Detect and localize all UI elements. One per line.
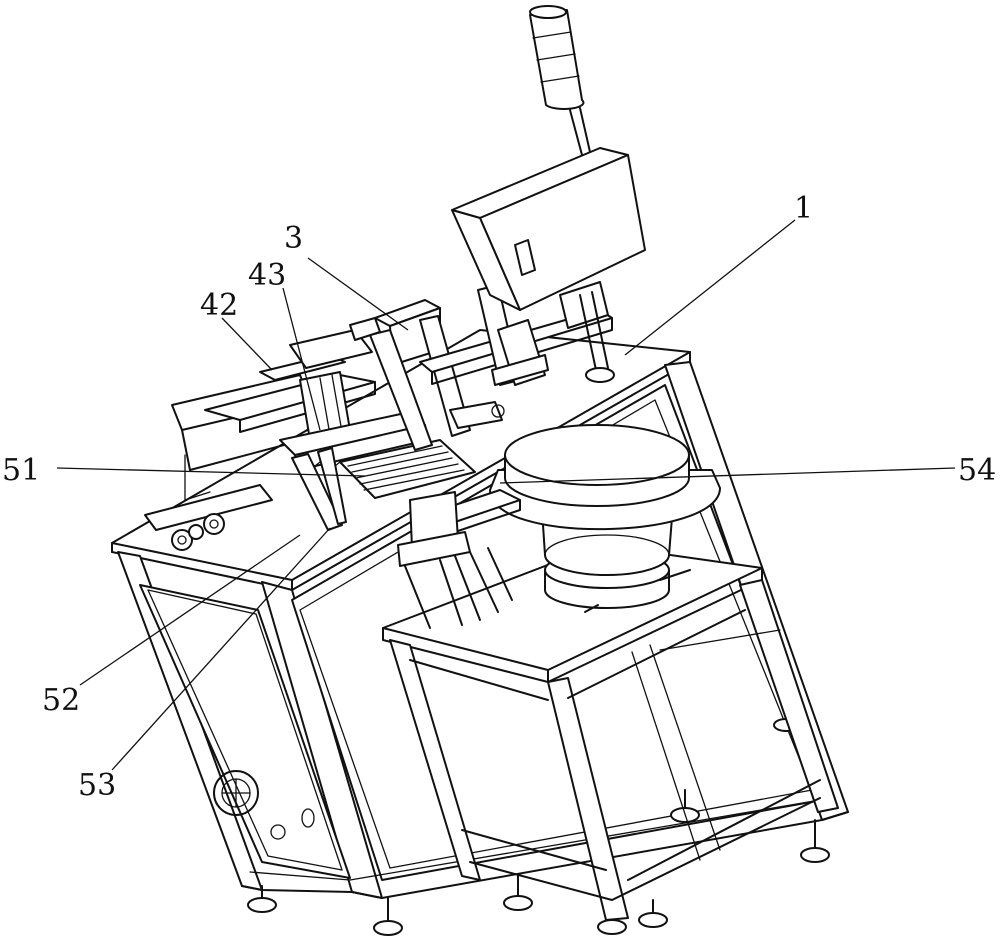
vibratory-bowl — [439, 424, 721, 613]
tray-51 — [339, 439, 476, 499]
feeder-leg-front-left — [389, 639, 481, 881]
bolt-icon — [270, 824, 286, 840]
fan-icon — [213, 770, 259, 816]
roller-icon — [203, 513, 225, 535]
feeder-leg-front-right — [547, 677, 629, 921]
signal-tower — [529, 9, 585, 110]
label-53: 53 — [78, 768, 116, 803]
label-43: 43 — [248, 258, 286, 293]
roller-icon — [171, 529, 193, 551]
leader-51 — [56, 467, 366, 477]
leader-52 — [79, 534, 301, 686]
label-3: 3 — [284, 221, 303, 256]
bottom-rail — [144, 484, 273, 531]
transfer-module — [144, 281, 613, 629]
pole-base — [585, 367, 615, 383]
label-51: 51 — [2, 453, 40, 488]
control-unit — [451, 5, 646, 383]
leader-1 — [624, 219, 796, 356]
feet — [247, 718, 830, 936]
label-54: 54 — [958, 453, 996, 488]
feeder-leg-back-right — [739, 579, 839, 813]
bowl-top — [504, 424, 690, 486]
label-42: 42 — [200, 288, 238, 323]
leader-43 — [282, 287, 321, 431]
leader-lines — [56, 219, 956, 771]
leader-3 — [307, 257, 409, 331]
leader-53 — [111, 527, 331, 771]
label-1: 1 — [794, 191, 813, 226]
part-labels: 1 3 43 42 51 54 52 53 — [2, 191, 996, 803]
label-52: 52 — [42, 683, 80, 718]
screen-icon — [514, 239, 536, 276]
support-52 — [291, 453, 343, 531]
gantry-leg — [369, 329, 433, 451]
leader-54 — [499, 467, 956, 484]
left-side-panel — [139, 584, 351, 879]
leader-42 — [221, 317, 273, 371]
